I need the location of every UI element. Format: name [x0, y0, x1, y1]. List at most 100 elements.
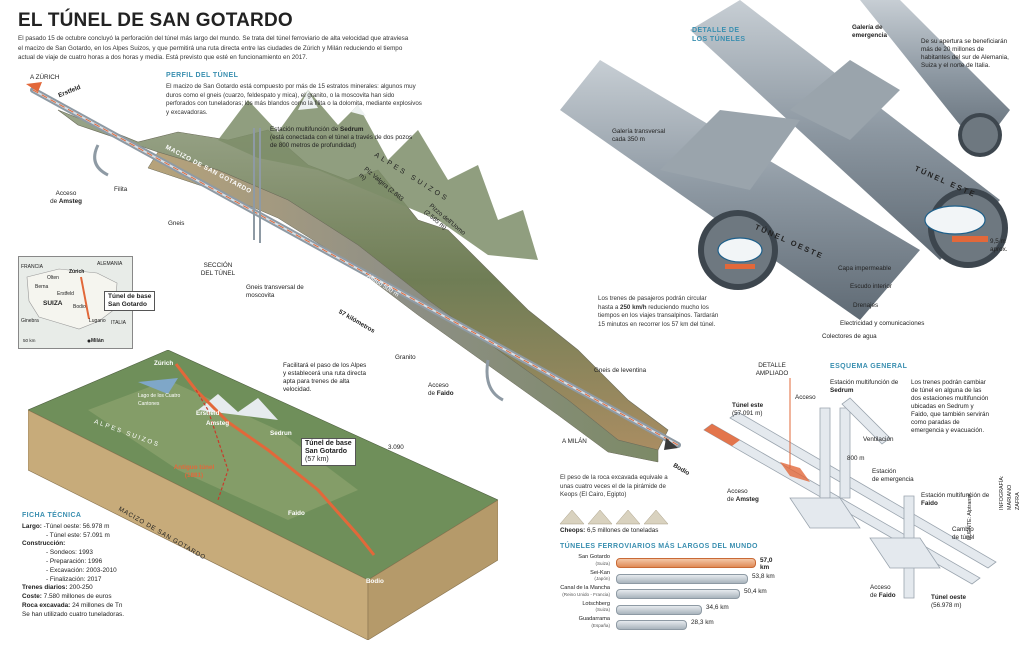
tunnel-bar-value-label: 57,0 km	[760, 557, 773, 571]
label-acceso-amsteg: Acceso de Amsteg	[50, 190, 82, 205]
label-acceso-faido: Acceso de Faido	[428, 382, 454, 397]
tunnel-bar-value-label: 53,8 km	[752, 572, 775, 580]
label-ventilacion: Ventilación	[863, 436, 894, 443]
map-lugano: Lugano	[89, 318, 106, 324]
label-drenajes: Drenajes	[853, 302, 879, 309]
cambio-text: Los trenes podrán cambiar de túnel en al…	[911, 379, 990, 434]
intro-text: El pasado 15 de octubre concluyó la perf…	[18, 35, 409, 62]
locator-map-shape	[26, 268, 118, 343]
label-capa: Capa impermeable	[838, 265, 892, 272]
label-tunel-este-scheme: Túnel este(57.091 m)	[732, 402, 764, 417]
tunnel-bar-value-label: 28,3 km	[691, 619, 714, 626]
ficha-tecnica: FICHA TÉCNICA Largo: -Túnel oeste: 56.97…	[22, 512, 262, 620]
chart-title: TÚNELES FERROVIARIOS MÁS LARGOS DEL MUND…	[560, 543, 758, 550]
tunnel-bar-row: Canal de la Mancha(Reino Unido - Francia…	[560, 585, 780, 605]
map-suiza: SUIZA	[43, 300, 63, 307]
tunnel-bar-name: Lotschberg(Suiza)	[560, 601, 610, 614]
label-a-zurich: A ZÚRICH	[30, 74, 60, 81]
tunnel-bar-name: Canal de la Mancha(Reino Unido - Francia…	[560, 585, 610, 598]
map-scale: 50 km	[23, 338, 36, 343]
tunnel-bar-value-label: 50,4 km	[744, 588, 767, 595]
tunnel-bar	[616, 604, 702, 615]
tunnel-bar-row: Lotschberg(Suiza) 34,6 km	[560, 601, 780, 621]
tunnel-bar-row: Guadarrama(España) 28,3 km	[560, 616, 780, 636]
map-bodio: Bodio	[73, 304, 86, 310]
label-granito: Granito	[395, 354, 416, 361]
tunnel-bar-country: (España)	[591, 622, 610, 628]
relief-facilitara: Facilitará el paso de los Alpes y establ…	[283, 362, 367, 393]
map-olten: Olten	[47, 275, 59, 281]
locator-map: FRANCIA ALEMANIA Zúrich Olten Berna Erst…	[18, 256, 133, 349]
relief-antiguo: Antiguo túnel(1881)	[173, 464, 215, 479]
label-seccion: SECCIÓN DEL TÚNEL	[200, 262, 236, 277]
relief-zurich: Zúrich	[154, 360, 174, 367]
label-estacion-sedrum: Estación multifunción de Sedrum (está co…	[270, 126, 413, 149]
trenes-text: Los trenes de pasajeros podrán circular …	[598, 295, 719, 328]
relief-block	[28, 350, 498, 640]
label-filita: Filita	[114, 186, 128, 193]
tunnel-bar-country: (Suiza)	[595, 560, 610, 566]
fuente-credit: FUENTE: Alptransit.	[967, 491, 973, 540]
tunnel-bar	[616, 620, 687, 630]
beneficiaran-text: De su apertura se beneficiarán más de 20…	[921, 38, 1009, 69]
tunnel-bar-country: (Reino Unido - Francia)	[562, 591, 610, 597]
tunnel-bar-name-text: Sei-Kan	[590, 569, 610, 576]
map-ginebra: Ginebra	[21, 318, 39, 324]
label-acceso-top: Acceso	[795, 394, 816, 401]
tunnel-bar-name-text: Guadarrama	[578, 616, 610, 622]
ficha-heading: FICHA TÉCNICA	[22, 512, 82, 519]
tunnel-bar	[616, 558, 756, 568]
label-colectores: Colectores de agua	[822, 333, 877, 340]
tunnel-profile-illustration	[26, 82, 681, 463]
map-zurich: Zúrich	[69, 269, 85, 275]
roca-text: El peso de la roca excavada equivale a u…	[560, 474, 668, 499]
general-scheme-diagram	[703, 378, 997, 599]
map-milan: Milán	[91, 338, 104, 344]
label-escudo: Escudo interior	[850, 283, 892, 290]
relief-bodio: Bodio	[366, 578, 384, 585]
relief-amsteg: Amsteg	[206, 420, 230, 427]
map-alemania: ALEMANIA	[97, 261, 123, 267]
pyramids-graphic	[559, 509, 669, 525]
label-electricidad: Electricidad y comunicaciones	[840, 320, 925, 327]
tunnel-detail-illustration	[560, 0, 1010, 320]
label-tunel-oeste-scheme: Túnel oeste(56.978 m)	[931, 594, 966, 609]
esquema-heading: ESQUEMA GENERAL	[830, 363, 908, 370]
tunnel-bar-name: San Gotardo(Suiza)	[560, 554, 610, 567]
relief-height: 3.090	[388, 444, 404, 451]
page-title: EL TÚNEL DE SAN GOTARDO	[18, 10, 293, 31]
infografia-credit: INFOGRAFÍA: MARIANO ZAFRA	[999, 475, 1021, 510]
tunnel-bar-name: Sei-Kan(Japón)	[560, 570, 610, 583]
tunnel-bar	[616, 573, 748, 584]
relief-lago: Lago de los Cuatro Cantones	[138, 393, 181, 407]
tunnel-bar-name: Guadarrama(España)	[560, 616, 610, 629]
tunnel-bar-row: Sei-Kan(Japón) 53,8 km	[560, 570, 780, 590]
label-a-milan: A MILÁN	[562, 438, 587, 445]
tunnel-bar-country: (Japón)	[594, 576, 610, 582]
relief-erstfeld: Erstfeld	[196, 410, 220, 417]
map-berna: Berna	[35, 284, 49, 290]
map-francia: FRANCIA	[21, 264, 43, 270]
relief-faido: Faido	[288, 510, 305, 517]
tunnel-bar-value-label: 34,6 km	[706, 603, 729, 611]
tunnel-bar-name-text: San Gotardo	[578, 554, 610, 560]
label-gneis: Gneis	[168, 220, 185, 227]
perfil-text: El macizo de San Gotardo está compuesto …	[166, 83, 422, 116]
tunnel-bar-name-text: Lotschberg	[582, 600, 610, 607]
map-erstfeld: Erstfeld	[57, 291, 74, 297]
tunnel-bar-row: San Gotardo(Suiza) 57,0 km	[560, 554, 780, 574]
relief-sedrun: Sedrun	[270, 430, 292, 437]
label-gneis-moscovita: Gneis transversal de moscovita	[246, 284, 304, 299]
